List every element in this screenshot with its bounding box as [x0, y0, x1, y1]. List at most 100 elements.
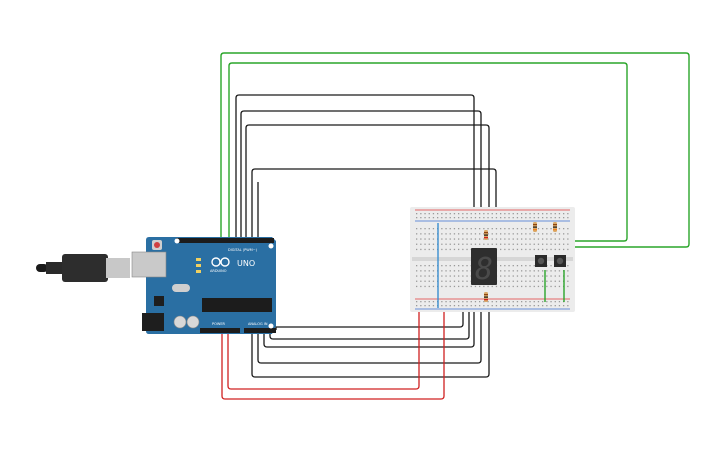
breadboard-hole	[466, 233, 468, 235]
breadboard-hole	[420, 243, 422, 245]
resistor-3[interactable]	[533, 222, 537, 232]
black-wire-4[interactable]	[251, 168, 497, 240]
breadboard-hole	[554, 217, 556, 219]
arduino-board[interactable]: UNO ARDUINO DIGITAL (PWM~) POWER ANALOG …	[131, 237, 276, 334]
red-wires	[221, 300, 445, 400]
led-tx	[196, 264, 201, 267]
breadboard-hole	[508, 275, 510, 277]
breadboard-hole	[558, 285, 561, 288]
breadboard-hole	[516, 265, 519, 267]
red-wire-2[interactable]	[221, 300, 445, 400]
resistor-1[interactable]	[484, 230, 488, 240]
breadboard-hole	[504, 270, 506, 272]
black-wire-10[interactable]	[275, 300, 464, 330]
breadboard-hole	[474, 285, 477, 288]
black-wire-9[interactable]	[269, 300, 470, 340]
pushbutton-2[interactable]	[554, 255, 566, 267]
breadboard-hole	[546, 238, 548, 240]
breadboard-hole	[529, 280, 531, 282]
breadboard-hole	[546, 280, 548, 282]
breadboard-hole	[567, 270, 569, 272]
breadboard-hole	[500, 270, 502, 272]
breadboard-hole	[416, 213, 418, 215]
black-wire-1[interactable]	[235, 94, 475, 305]
digital-header[interactable]	[176, 238, 274, 243]
resistor-4[interactable]	[553, 222, 557, 232]
breadboard-hole	[428, 265, 430, 267]
breadboard-hole	[420, 275, 422, 277]
breadboard-hole	[432, 233, 435, 235]
breadboard-hole	[441, 301, 443, 303]
breadboard-hole	[479, 233, 481, 235]
breadboard-hole	[432, 265, 435, 267]
analog-header[interactable]	[244, 328, 276, 333]
breadboard-hole	[558, 305, 561, 307]
breadboard-hole	[470, 243, 472, 245]
display-digit: 8	[475, 252, 493, 287]
breadboard-hole	[462, 217, 464, 219]
breadboard-hole	[521, 275, 523, 277]
voltage-regulator	[154, 296, 164, 306]
breadboard-hole	[508, 270, 510, 272]
breadboard-hole	[479, 301, 481, 303]
breadboard-hole	[533, 305, 535, 307]
breadboard-hole	[445, 301, 447, 303]
breadboard-hole	[537, 280, 540, 282]
green-wire-inner[interactable]	[228, 62, 628, 242]
breadboard-hole	[416, 280, 418, 282]
breadboard-hole	[542, 270, 544, 272]
breadboard-hole	[466, 228, 468, 230]
breadboard-hole	[458, 233, 460, 235]
breadboard-hole	[521, 270, 523, 272]
breadboard-hole	[537, 233, 540, 235]
seven-segment-display[interactable]: 8	[471, 248, 497, 287]
breadboard-hole	[525, 301, 527, 303]
breadboard-hole	[462, 270, 464, 272]
black-wire-2[interactable]	[240, 110, 482, 305]
breadboard-hole	[420, 213, 422, 215]
breadboard-hole	[504, 248, 506, 251]
black-wire-8[interactable]	[263, 300, 475, 348]
resistor-2[interactable]	[484, 292, 488, 302]
breadboard-hole	[529, 301, 531, 303]
breadboard-hole	[500, 305, 502, 307]
breadboard-hole	[483, 238, 485, 240]
breadboard-hole	[512, 213, 514, 215]
breadboard-hole	[550, 305, 552, 307]
black-wire-7[interactable]	[257, 300, 482, 364]
breadboard-hole	[525, 270, 527, 272]
power-header[interactable]	[200, 328, 240, 333]
breadboard-hole	[474, 228, 477, 230]
breadboard-hole	[512, 243, 514, 245]
breadboard-hole	[458, 285, 460, 288]
breadboard-hole	[512, 265, 514, 267]
red-wire-1[interactable]	[227, 300, 420, 390]
breadboard-hole	[462, 285, 464, 288]
breadboard-hole	[445, 238, 447, 240]
breadboard-hole	[466, 217, 468, 219]
breadboard-hole	[554, 275, 556, 277]
breadboard-hole	[424, 217, 426, 219]
breadboard-hole	[470, 233, 472, 235]
breadboard-hole	[420, 228, 422, 230]
breadboard-hole	[558, 233, 561, 235]
green-wire-outer[interactable]	[220, 52, 690, 248]
breadboard-hole	[521, 285, 523, 288]
breadboard-hole	[525, 248, 527, 251]
breadboard-hole	[546, 285, 548, 288]
black-wire-3[interactable]	[245, 124, 490, 305]
breadboard-hole	[466, 265, 468, 267]
breadboard-hole	[495, 301, 498, 303]
black-wire-6[interactable]	[251, 300, 490, 378]
usb-cable[interactable]	[36, 254, 130, 282]
breadboard-hole	[462, 228, 464, 230]
breadboard-hole	[546, 243, 548, 245]
breadboard-hole	[550, 233, 552, 235]
breadboard-hole	[441, 243, 443, 245]
breadboard-hole	[445, 270, 447, 272]
pushbutton-1[interactable]	[535, 255, 547, 267]
breadboard-hole	[558, 243, 561, 245]
breadboard-hole	[470, 228, 472, 230]
breadboard-hole	[491, 285, 493, 288]
breadboard-hole	[424, 305, 426, 307]
